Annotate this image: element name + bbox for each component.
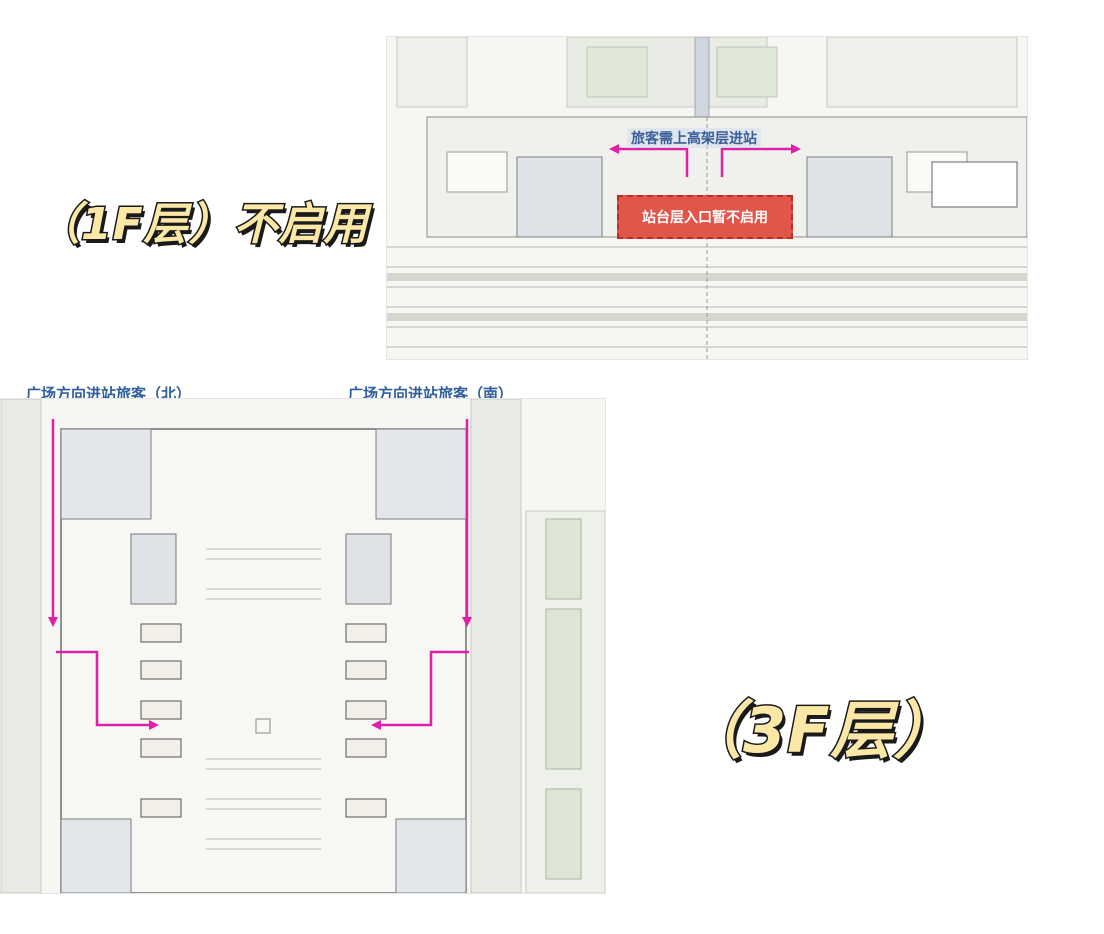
floor-1f-label: （1F层）不启用 (35, 198, 370, 252)
floor-3f-label: （3F层） (679, 693, 957, 769)
floor-1f-plan: 旅客需上高架层进站 站台层入口暂不启用 (386, 36, 1028, 360)
note-upper-level: 旅客需上高架层进站 (627, 128, 761, 148)
closed-entrance-badge: 站台层入口暂不启用 (617, 195, 793, 239)
floor-3f-plan (0, 398, 606, 894)
floor-3f-drawing (1, 399, 605, 893)
